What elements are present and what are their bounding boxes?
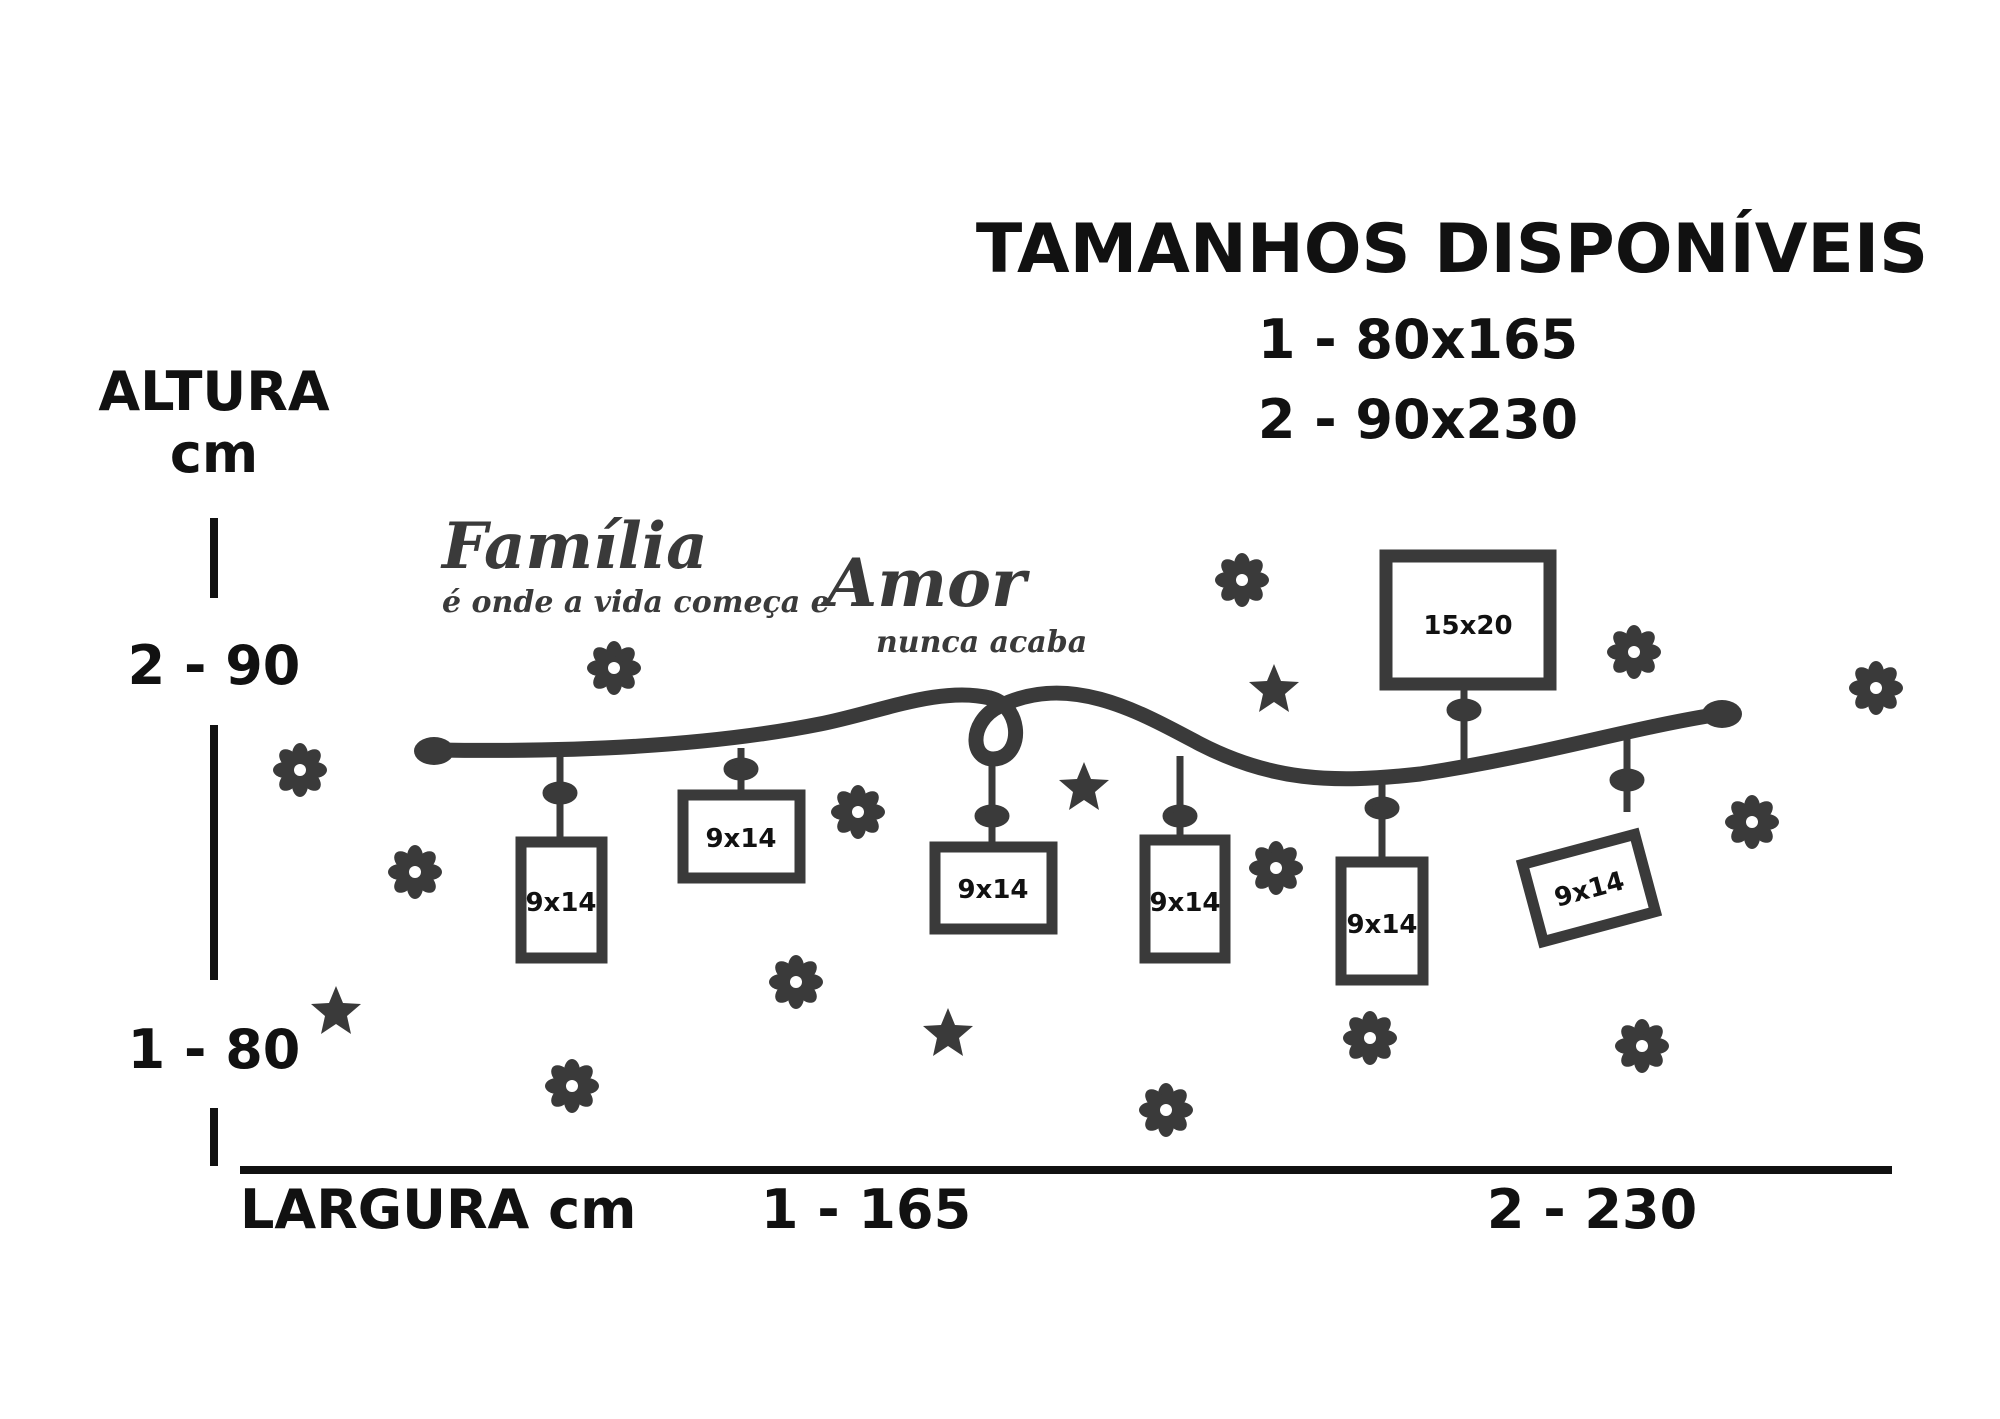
photo-frame-7: 9x14 bbox=[1515, 827, 1663, 949]
photo-frame-1: 9x14 bbox=[515, 836, 608, 964]
height-axis-label: ALTURA bbox=[98, 360, 330, 423]
frame-size-label: 9x14 bbox=[705, 824, 776, 854]
photo-frame-5: 9x14 bbox=[1335, 856, 1429, 986]
quote-amor: Amor bbox=[820, 544, 1030, 622]
photo-frame-3: 9x14 bbox=[929, 841, 1058, 935]
branch-end-left bbox=[414, 737, 454, 765]
quote-familia: Família bbox=[440, 509, 708, 584]
frame-hangers bbox=[542, 690, 1645, 860]
width-mark-1: 1 - 165 bbox=[761, 1178, 971, 1241]
photo-frame-2: 9x14 bbox=[677, 789, 806, 884]
width-axis-label: LARGURA cm bbox=[240, 1178, 636, 1241]
frame-size-label: 9x14 bbox=[525, 888, 596, 918]
quote-ending: nunca acaba bbox=[876, 625, 1087, 660]
width-mark-2: 2 - 230 bbox=[1487, 1178, 1697, 1241]
height-axis-unit: cm bbox=[170, 422, 258, 485]
branch-end-right bbox=[1702, 700, 1742, 728]
branch bbox=[430, 685, 1728, 787]
photo-frame-4: 9x14 bbox=[1139, 834, 1231, 964]
quote-phrase: é onde a vida começa e bbox=[442, 585, 830, 620]
frame-size-label: 9x14 bbox=[957, 875, 1028, 905]
frame-size-label: 9x14 bbox=[1149, 888, 1220, 918]
frame-size-label: 9x14 bbox=[1346, 910, 1417, 940]
height-mark-2: 2 - 90 bbox=[128, 634, 301, 697]
size-option-2: 2 - 90x230 bbox=[1258, 388, 1578, 451]
height-mark-1: 1 - 80 bbox=[128, 1018, 301, 1081]
size-option-1: 1 - 80x165 bbox=[1258, 308, 1578, 371]
photo-frame-6: 15x20 bbox=[1379, 549, 1557, 691]
sizes-title: TAMANHOS DISPONÍVEIS bbox=[976, 209, 1928, 289]
frame-size-label: 15x20 bbox=[1423, 611, 1512, 641]
